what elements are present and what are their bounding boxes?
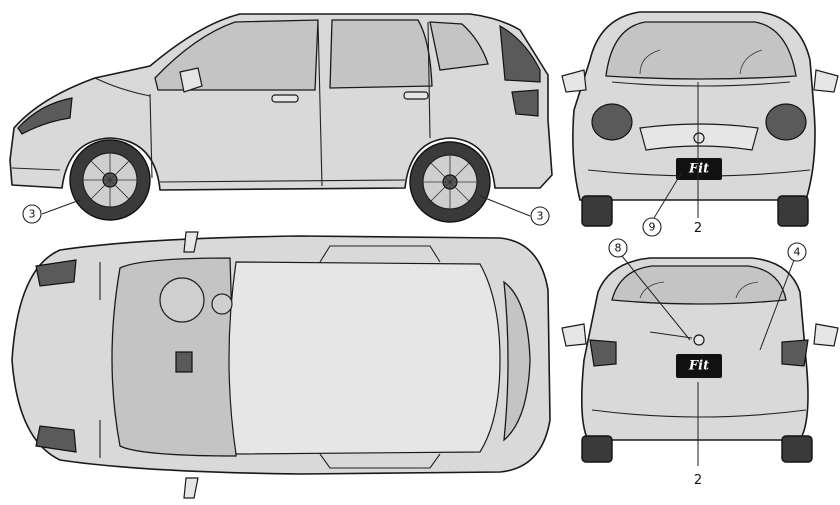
callout-front-left-circle: [642, 217, 662, 237]
front-view: Fit: [561, 11, 839, 227]
rear-left-taillight: [589, 339, 617, 367]
front-left-headlight: [591, 103, 633, 141]
top-view: [11, 231, 551, 499]
rear-window: [611, 265, 787, 305]
rear-headrests: [639, 281, 759, 299]
callout-rear-top-left: 8: [615, 242, 622, 255]
side-front-door-edge: [149, 93, 153, 179]
top-center-vent: [175, 351, 193, 373]
front-right-mirror: [813, 69, 839, 93]
top-roof-rails: [319, 245, 441, 469]
side-front-window: [154, 19, 319, 91]
rear-license-plate: [676, 354, 722, 378]
side-rear-spokes: [423, 155, 477, 209]
rear-left-mirror: [561, 323, 587, 347]
rear-wiper: [649, 331, 693, 339]
callout-rear-top-left-circle: [608, 238, 628, 258]
leader-side-rear-wheel: [479, 195, 531, 217]
side-b-pillar: [317, 19, 323, 187]
callout-side-front-wheel-circle: [22, 204, 42, 224]
callout-rear-bottom: 2: [694, 473, 702, 488]
rear-bumper-line: [591, 409, 807, 418]
callouts: 3 3 9 2 8 4 2: [22, 82, 807, 488]
top-left-mirror: [183, 231, 199, 253]
side-sill: [159, 179, 406, 183]
rear-emblem: [693, 334, 705, 346]
leader-rear-top-right: [759, 259, 795, 351]
leader-rear-top-left: [621, 255, 691, 341]
callout-side-front-wheel: 3: [29, 208, 36, 221]
side-hood-line: [94, 77, 151, 97]
side-mirror: [179, 67, 203, 93]
callout-rear-top-right-circle: [787, 242, 807, 262]
front-left-tire: [581, 195, 613, 227]
front-license-plate: [676, 158, 722, 180]
top-front-right-light: [35, 425, 77, 453]
rear-right-taillight: [781, 339, 809, 367]
top-front-left-light: [35, 259, 77, 287]
rear-view: Fit: [561, 257, 839, 463]
side-front-bumper-line: [11, 167, 61, 171]
front-right-tire: [777, 195, 809, 227]
top-gauge: [211, 293, 233, 315]
side-front-spokes: [83, 153, 137, 207]
rear-right-mirror: [813, 323, 839, 347]
top-rear-window: [503, 280, 531, 442]
callout-rear-top-right: 4: [794, 246, 801, 259]
top-windshield: [111, 257, 237, 457]
side-rear-door-handle: [403, 91, 429, 100]
callout-side-rear-wheel: 3: [537, 210, 544, 223]
rear-left-tire: [581, 435, 613, 463]
side-quarter-window: [429, 21, 489, 71]
rear-plate-text: Fit: [688, 359, 709, 374]
top-right-mirror: [183, 477, 199, 499]
side-headlight: [17, 97, 73, 135]
leader-front-left: [653, 171, 683, 219]
callout-front-left: 9: [649, 221, 656, 234]
side-c-pillar: [427, 21, 431, 139]
front-seat-outlines: [639, 49, 763, 75]
front-right-headlight: [765, 103, 807, 141]
front-emblem: [693, 132, 705, 144]
side-rear-hatch-stripe: [499, 24, 541, 83]
callout-front-center: 2: [694, 221, 702, 236]
top-roof: [228, 261, 501, 455]
top-steering-wheel: [159, 277, 205, 323]
rear-body: [580, 257, 809, 441]
side-front-door-handle: [271, 94, 299, 103]
leader-side-front-wheel: [41, 199, 81, 215]
side-rear-window: [329, 19, 433, 89]
rear-right-tire: [781, 435, 813, 463]
side-taillight: [511, 89, 539, 117]
front-windshield: [605, 21, 797, 80]
front-left-mirror: [561, 69, 587, 93]
callout-side-rear-wheel-circle: [530, 206, 550, 226]
side-view: [9, 13, 553, 223]
front-hood-line: [611, 81, 791, 87]
